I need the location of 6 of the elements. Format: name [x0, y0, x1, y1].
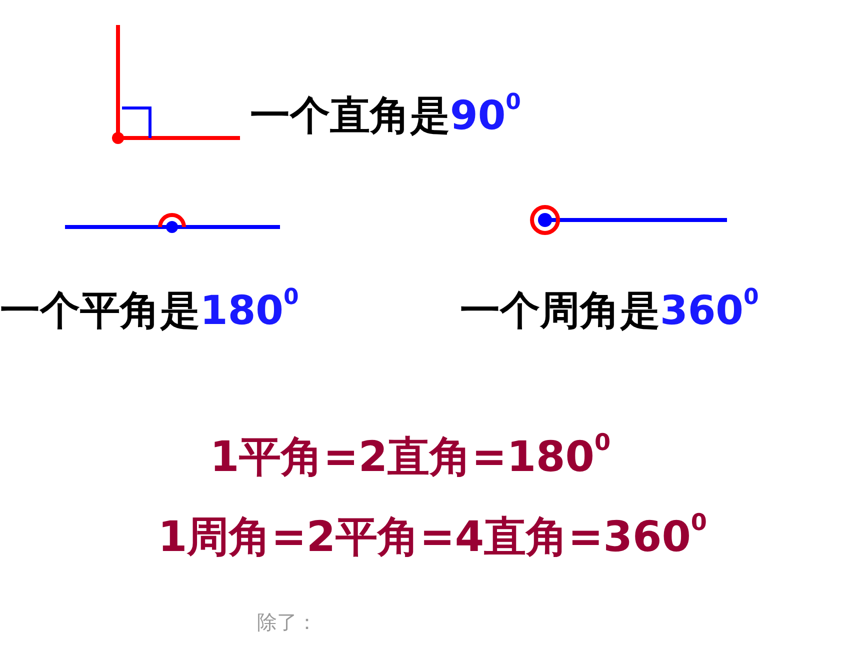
note-text: 除了： [257, 612, 317, 632]
equation-text: 1平角=2直角=180$^{0}$ [210, 432, 611, 478]
angle-statement: 一个平角是180$^{0}$ [0, 287, 299, 331]
angle-statement: 一个周角是360$^{0}$ [460, 287, 759, 331]
equation-text: 1周角=2平角=4直角=360$^{0}$ [158, 512, 707, 558]
angle-statement: 一个直角是90$^{0}$ [250, 92, 521, 136]
